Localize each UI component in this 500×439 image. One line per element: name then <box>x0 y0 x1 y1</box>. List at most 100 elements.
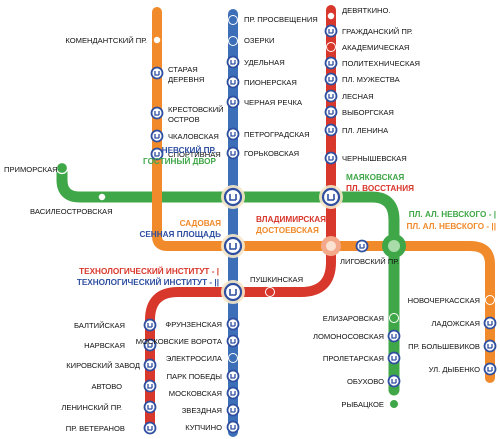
station-label[interactable]: АВТОВО <box>91 382 122 391</box>
station-dot-icon[interactable] <box>228 15 238 25</box>
metro-logo-icon[interactable] <box>143 400 157 414</box>
metro-logo-icon[interactable] <box>223 282 243 302</box>
station-label[interactable]: ГОРЬКОВСКАЯ <box>244 149 299 158</box>
station-dot-icon[interactable] <box>228 353 238 363</box>
station-label[interactable]: ДЕВЯТКИНО. <box>342 6 391 15</box>
station-dot-icon[interactable] <box>55 161 69 175</box>
station-label[interactable]: ЗВЕЗДНАЯ <box>182 406 222 415</box>
metro-logo-icon[interactable] <box>143 379 157 393</box>
station-label[interactable]: СПОРТИВНАЯ <box>168 150 221 159</box>
station-label[interactable]: УЛ. ДЫБЕНКО <box>429 365 481 374</box>
metro-logo-icon[interactable] <box>223 236 243 256</box>
station-label[interactable]: ВАСИЛЕОСТРОВСКАЯ <box>30 207 113 216</box>
metro-logo-icon[interactable] <box>483 339 497 353</box>
metro-logo-icon[interactable] <box>150 129 164 143</box>
metro-logo-icon[interactable] <box>226 334 240 348</box>
station-dot-icon[interactable] <box>485 295 495 305</box>
station-label[interactable]: ПОЛИТЕХНИЧЕСКАЯ <box>342 59 420 68</box>
station-dot-icon[interactable] <box>97 192 107 202</box>
station-label[interactable]: ВЫБОРГСКАЯ <box>342 108 394 117</box>
station-label[interactable]: ГРАЖДАНСКИЙ ПР. <box>342 27 413 36</box>
station-label[interactable]: ОСТРОВ <box>168 115 200 124</box>
transfer-label[interactable]: ТЕХНОЛОГИЧЕСКИЙ ИНСТИТУТ - || <box>77 276 219 287</box>
metro-logo-icon[interactable] <box>150 66 164 80</box>
station-label[interactable]: МОСКОВСКАЯ <box>169 389 222 398</box>
station-label[interactable]: ЧЕРНЫШЕВСКАЯ <box>342 154 407 163</box>
metro-logo-icon[interactable] <box>143 421 157 435</box>
metro-logo-icon[interactable] <box>226 403 240 417</box>
station-dot-icon[interactable] <box>152 35 162 45</box>
station-dot-icon[interactable] <box>389 313 399 323</box>
station-label[interactable]: ПРИМОРСКАЯ <box>4 165 58 174</box>
station-label[interactable]: ПАРК ПОБЕДЫ <box>167 372 223 381</box>
transfer-label[interactable]: ПЛ. АЛ. НЕВСКОГО - || <box>407 222 497 231</box>
transfer-label[interactable]: МАЯКОВСКАЯ <box>346 173 404 182</box>
station-dot-icon[interactable] <box>326 11 336 21</box>
transfer-label[interactable]: СЕННАЯ ПЛОЩАДЬ <box>139 230 221 239</box>
transfer-label[interactable]: ПЛ. АЛ. НЕВСКОГО - | <box>409 210 496 219</box>
metro-logo-icon[interactable] <box>150 147 164 161</box>
transfer-label[interactable]: ГОСТИНЫЙ ДВОР <box>143 155 216 166</box>
transfer-label[interactable]: ПЛ. ВОССТАНИЯ <box>346 184 414 193</box>
station-label[interactable]: ПЛ. ЛЕНИНА <box>342 126 389 135</box>
metro-logo-icon[interactable] <box>324 72 338 86</box>
station-label[interactable]: ЛЕНИНСКИЙ ПР. <box>61 403 122 412</box>
metro-logo-icon[interactable] <box>143 338 157 352</box>
station-label[interactable]: КУПЧИНО <box>185 423 222 432</box>
station-label[interactable]: ЛИГОВСКИЙ ПР. <box>340 257 399 266</box>
metro-logo-icon[interactable] <box>143 318 157 332</box>
metro-logo-icon[interactable] <box>324 89 338 103</box>
station-label[interactable]: КОМЕНДАНТСКИЙ ПР. <box>65 36 147 45</box>
station-label[interactable]: ПР. БОЛЬШЕВИКОВ <box>408 342 480 351</box>
station-label[interactable]: ФРУНЗЕНСКАЯ <box>165 320 222 329</box>
station-label[interactable]: ОБУХОВО <box>347 377 384 386</box>
metro-logo-icon[interactable] <box>150 106 164 120</box>
transfer-label[interactable]: ВЛАДИМИРСКАЯ <box>256 215 326 224</box>
metro-logo-icon[interactable] <box>226 127 240 141</box>
station-label[interactable]: СТАРАЯ <box>168 65 198 74</box>
station-label[interactable]: КРЕСТОВСКИЙ <box>168 105 224 114</box>
station-label[interactable]: ЛАДОЖСКАЯ <box>431 319 480 328</box>
metro-logo-icon[interactable] <box>226 75 240 89</box>
metro-logo-icon[interactable] <box>387 374 401 388</box>
metro-logo-icon[interactable] <box>226 420 240 434</box>
station-label[interactable]: ПЕТРОГРАДСКАЯ <box>244 130 310 139</box>
transfer-label[interactable]: САДОВАЯ <box>180 219 222 228</box>
metro-logo-icon[interactable] <box>324 151 338 165</box>
station-label[interactable]: ЧКАЛОВСКАЯ <box>168 132 219 141</box>
station-label[interactable]: БАЛТИЙСКАЯ <box>74 321 125 330</box>
metro-logo-icon[interactable] <box>223 187 243 207</box>
transfer-label[interactable]: НЕВСКИЙ ПР. <box>162 144 216 155</box>
metro-logo-icon[interactable] <box>321 187 341 207</box>
metro-logo-icon[interactable] <box>226 369 240 383</box>
metro-logo-icon[interactable] <box>387 329 401 343</box>
station-dot-icon[interactable] <box>265 287 275 297</box>
metro-logo-icon[interactable] <box>324 105 338 119</box>
metro-logo-icon[interactable] <box>226 386 240 400</box>
station-label[interactable]: УДЕЛЬНАЯ <box>244 58 285 67</box>
station-label[interactable]: ЛОМОНОСОВСКАЯ <box>313 332 384 341</box>
metro-logo-icon[interactable] <box>226 55 240 69</box>
transfer-label[interactable]: ТЕХНОЛОГИЧЕСКИЙ ИНСТИТУТ - | <box>79 265 219 276</box>
metro-logo-icon[interactable] <box>324 24 338 38</box>
station-label[interactable]: МОСКОВСКИЕ ВОРОТА <box>136 337 223 346</box>
station-label[interactable]: НОВОЧЕРКАССКАЯ <box>408 296 480 305</box>
station-label[interactable]: ДЕРЕВНЯ <box>168 75 204 84</box>
station-label[interactable]: НАРВСКАЯ <box>84 341 125 350</box>
station-label[interactable]: ПЛ. МУЖЕСТВА <box>342 75 401 84</box>
station-label[interactable]: ПУШКИНСКАЯ <box>250 275 303 284</box>
station-label[interactable]: АКАДЕМИЧЕСКАЯ <box>342 43 409 52</box>
station-label[interactable]: ПР. ВЕТЕРАНОВ <box>66 424 125 433</box>
station-label[interactable]: ПРОЛЕТАРСКАЯ <box>323 354 384 363</box>
metro-logo-icon[interactable] <box>355 239 369 253</box>
station-label[interactable]: ОЗЕРКИ <box>244 36 275 45</box>
station-label[interactable]: РЫБАЦКОЕ <box>341 400 384 409</box>
station-dot-icon[interactable] <box>389 399 399 409</box>
metro-logo-icon[interactable] <box>483 316 497 330</box>
metro-logo-icon[interactable] <box>143 358 157 372</box>
station-label[interactable]: ЕЛИЗАРОВСКАЯ <box>323 314 384 323</box>
station-label[interactable]: ЧЕРНАЯ РЕЧКА <box>244 98 303 107</box>
station-label[interactable]: КИРОВСКИЙ ЗАВОД <box>66 361 140 370</box>
transfer-label[interactable]: ДОСТОЕВСКАЯ <box>256 226 319 235</box>
metro-logo-icon[interactable] <box>226 317 240 331</box>
